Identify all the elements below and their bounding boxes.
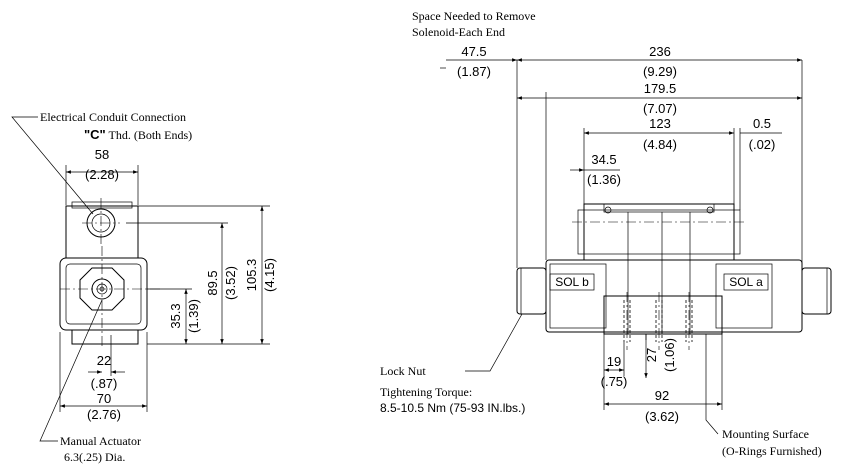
lock-nut-left (516, 267, 547, 315)
dim-70-mm: 70 (97, 391, 111, 406)
dim-236-in: (9.29) (643, 64, 677, 79)
space-callout-line2: Solenoid-Each End (412, 25, 505, 39)
dim-123-mm: 123 (649, 116, 671, 131)
dim-92-in: (3.62) (645, 409, 679, 424)
locknut-callout-line1: Lock Nut (380, 364, 426, 378)
dim-19-mm: 19 (607, 354, 621, 369)
dim-19-in: (.75) (601, 374, 628, 389)
dim-27-mm: 27 (644, 348, 659, 362)
manual-actuator-line2: 6.3(.25) Dia. (64, 450, 125, 464)
space-callout-line1: Space Needed to Remove (412, 9, 536, 23)
dim-105-3-mm: 105.3 (244, 259, 259, 292)
dim-35-3-in: (1.39) (186, 299, 201, 333)
dim-89-5-mm: 89.5 (205, 270, 220, 295)
conduit-thread-letter: "C" (84, 127, 106, 142)
dim-105-3-in: (4.15) (262, 258, 277, 292)
locknut-callout-line3: 8.5-10.5 Nm (75-93 IN.lbs.) (380, 401, 525, 415)
conduit-callout-line2: "C" Thd. (Both Ends) (84, 127, 192, 142)
dim-34-5-mm: 34.5 (591, 152, 616, 167)
dim-70-in: (2.76) (87, 407, 121, 422)
dim-58-in: (2.28) (85, 167, 119, 182)
dim-34-5-in: (1.36) (587, 172, 621, 187)
sol-a-label: SOL a (729, 275, 763, 289)
dim-58-mm: 58 (95, 147, 109, 162)
manual-actuator-nut (79, 267, 125, 311)
dim-35-3-mm: 35.3 (168, 303, 183, 328)
dim-179-5-in: (7.07) (643, 101, 677, 116)
lock-nut-right (801, 267, 832, 315)
dim-123-in: (4.84) (643, 137, 677, 152)
locknut-callout-line2: Tightening Torque: (380, 385, 472, 399)
dim-89-5-in: (3.52) (223, 266, 238, 300)
dim-236-mm: 236 (649, 44, 671, 59)
dim-92-mm: 92 (655, 388, 669, 403)
front-mounting-base (603, 295, 723, 335)
conduit-thread-text: Thd. (Both Ends) (106, 128, 192, 142)
dim-0-5-mm: 0.5 (753, 116, 771, 131)
dim-179-5-mm: 179.5 (644, 81, 677, 96)
dim-27-in: (1.06) (662, 338, 677, 372)
front-view (440, 58, 832, 435)
dim-47-5-in: (1.87) (457, 64, 491, 79)
manual-actuator-line1: Manual Actuator (60, 434, 141, 448)
dim-22-mm: 22 (97, 353, 111, 368)
side-coil-cap (71, 201, 133, 209)
side-view (11, 116, 270, 442)
dim-22-in: (.87) (91, 376, 118, 391)
mount-callout-line2: (O-Rings Furnished) (722, 444, 822, 458)
dim-0-5-in: (.02) (749, 137, 776, 152)
dim-47-5-mm: 47.5 (461, 44, 486, 59)
sol-b-label: SOL b (555, 275, 589, 289)
conduit-callout-line1: Electrical Conduit Connection (40, 110, 186, 124)
mount-callout-line1: Mounting Surface (722, 427, 809, 441)
